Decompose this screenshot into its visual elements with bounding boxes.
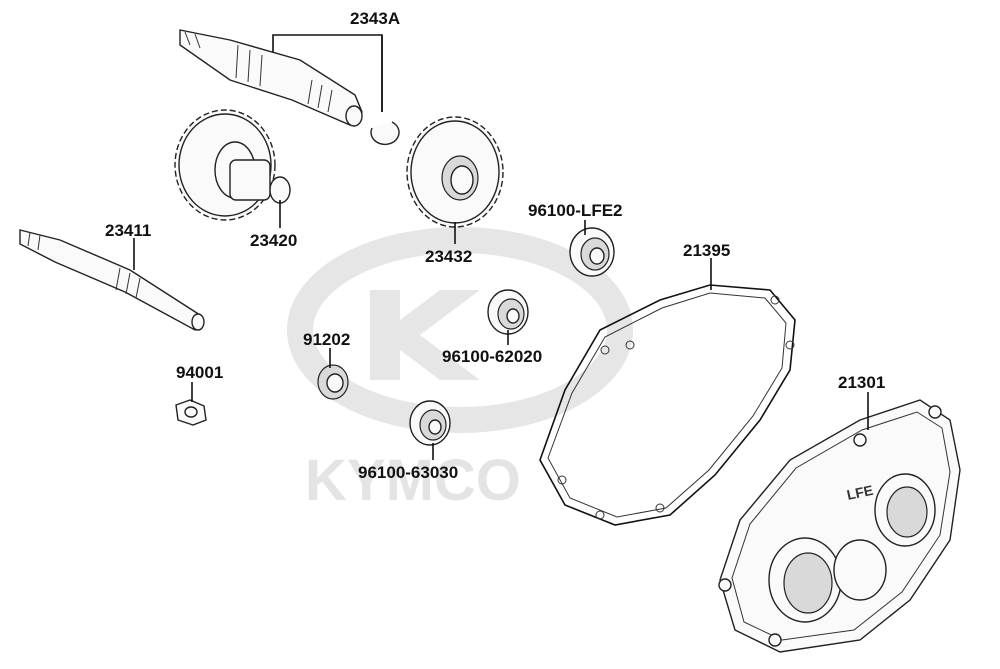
drive-shaft-23411-part [19,229,205,331]
label-91202: 91202 [303,330,350,349]
oil-seal-part [317,364,349,400]
label-21395: 21395 [683,241,730,260]
label-2343A: 2343A [350,9,400,28]
part-labels: 2343A 23411 23420 23432 96100-LFE2 21395… [105,9,885,482]
bearing-63030-part [409,400,451,446]
leader-lines [133,34,869,460]
nut-part [175,399,207,426]
label-96100-62020: 96100-62020 [442,347,542,366]
upper-shaft-part [179,29,363,127]
cover-embossed-text: LFE [845,482,874,503]
label-96100-LFE2: 96100-LFE2 [528,201,623,220]
label-23411: 23411 [105,221,151,240]
transmission-cover-part: LFE [718,399,961,653]
gear-23420-part [174,109,291,221]
label-23432: 23432 [425,247,472,266]
gasket-part [539,284,796,526]
kymco-watermark: KYMCO [287,227,633,513]
bearing-lfe2-part [569,227,615,277]
circlip-part [370,121,400,146]
label-21301: 21301 [838,373,885,392]
gear-23432-part [406,116,504,228]
watermark-brand-text: KYMCO [305,448,521,513]
label-23420: 23420 [250,231,297,250]
bearing-62020-part [487,289,529,335]
label-96100-63030: 96100-63030 [358,463,458,482]
label-94001: 94001 [176,363,223,382]
